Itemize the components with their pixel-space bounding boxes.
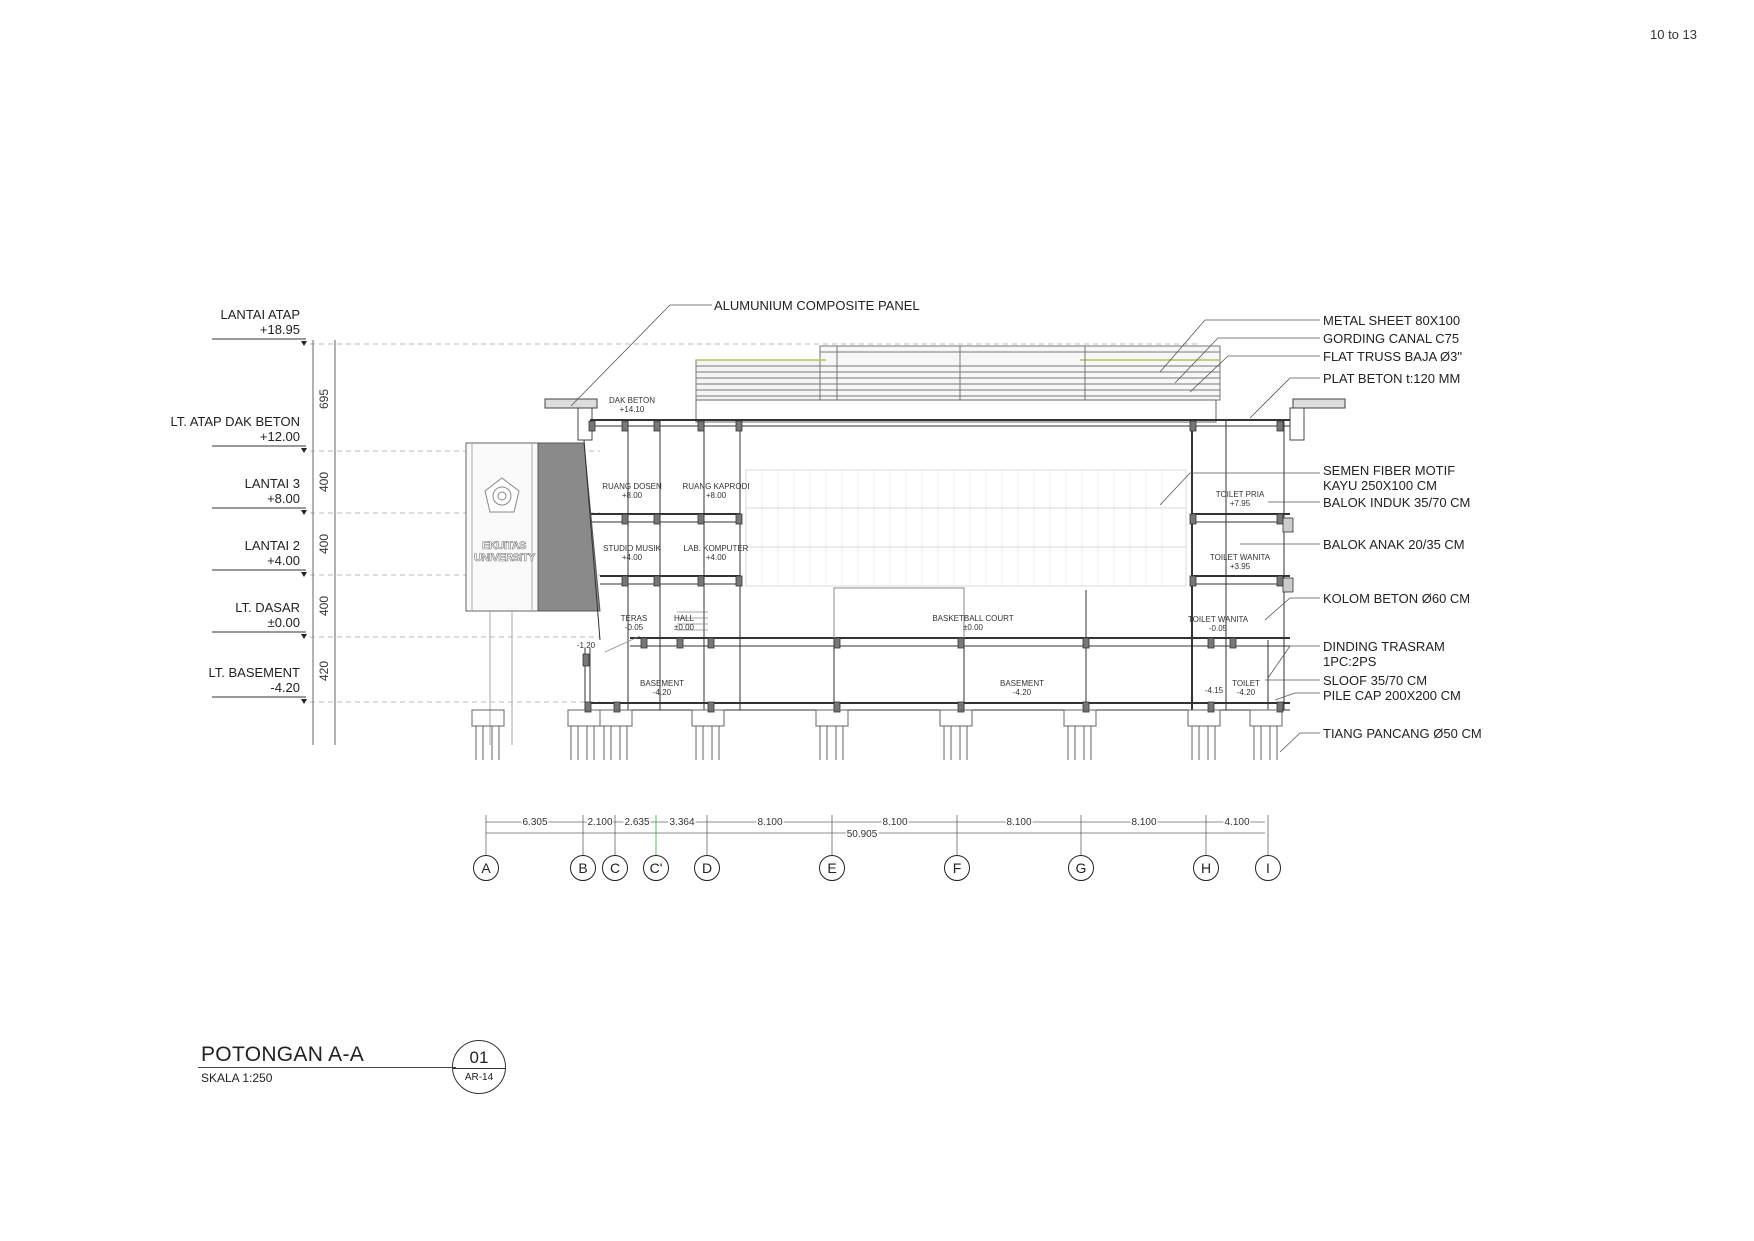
callout-metal-sheet: METAL SHEET 80X100 — [1323, 313, 1461, 328]
vdim-695: 695 — [317, 388, 331, 410]
callout-aluminium-panel: ALUMUNIUM COMPOSITE PANEL — [714, 298, 920, 313]
room-basketball-court: BASKETBALL COURT±0.00 — [932, 614, 1014, 632]
callout-tiang-pancang: TIANG PANCANG Ø50 CM — [1323, 726, 1482, 741]
room-dak-beton: DAK BETON+14.10 — [608, 396, 656, 414]
level-lantai-2: LANTAI 2+4.00 — [244, 538, 300, 568]
room-elev-minus-4-15: -4.15 — [1204, 686, 1224, 695]
grid-dim-h-i: 4.100 — [1223, 817, 1251, 828]
room-toilet-pria: TOILET PRIA+7.95 — [1215, 490, 1265, 508]
room-elev-minus-1-20: -1.20 — [576, 641, 596, 650]
callout-plat-beton: PLAT BETON t:120 MM — [1323, 371, 1461, 386]
room-basement-right: BASEMENT-4.20 — [999, 679, 1045, 697]
level-atap-dak-beton: LT. ATAP DAK BETON+12.00 — [170, 414, 300, 444]
room-lab-komputer: LAB. KOMPUTER+4.00 — [683, 544, 749, 562]
drawing-number: 01 — [469, 1048, 489, 1067]
room-basement-left: BASEMENT-4.20 — [639, 679, 685, 697]
level-lt-basement: LT. BASEMENT-4.20 — [208, 665, 300, 695]
callout-kolom-beton: KOLOM BETON Ø60 CM — [1323, 591, 1471, 606]
grid-bubble-h: H — [1193, 855, 1219, 881]
grid-dim-d-e: 8.100 — [756, 817, 784, 828]
room-studio-musik: STUDIO MUSIK+4.00 — [603, 544, 661, 562]
drawing-title: POTONGAN A-A — [201, 1043, 365, 1066]
vdim-400-a: 400 — [317, 471, 331, 493]
vdim-400-b: 400 — [317, 533, 331, 555]
structural-frame — [584, 419, 1290, 711]
sheet-bubble-divider — [453, 1068, 505, 1069]
callout-pile-cap: PILE CAP 200X200 CM — [1323, 688, 1461, 703]
grid-bubble-a: A — [473, 855, 499, 881]
signage-line-2: UNIVERSITY — [474, 552, 536, 565]
room-ruang-kaprodi: RUANG KAPRODI+8.00 — [682, 482, 750, 500]
university-signage — [465, 442, 601, 745]
grid-dim-f-g: 8.100 — [1005, 817, 1033, 828]
grid-dim-b-c: 2.100 — [586, 817, 614, 828]
room-teras: TERAS-0.05 — [620, 614, 648, 632]
drawing-scale: SKALA 1:250 — [201, 1071, 273, 1085]
foundation — [471, 709, 1283, 760]
vdim-420: 420 — [317, 660, 331, 682]
callout-flat-truss: FLAT TRUSS BAJA Ø3" — [1323, 349, 1462, 364]
grid-dim-c-c1: 2.635 — [623, 817, 651, 828]
grid-bubble-d: D — [694, 855, 720, 881]
level-lantai-3: LANTAI 3+8.00 — [244, 476, 300, 506]
grid-bubble-i: I — [1255, 855, 1281, 881]
callout-balok-induk: BALOK INDUK 35/70 CM — [1323, 495, 1471, 510]
roof-metal-sheet — [695, 345, 1221, 401]
room-toilet-wanita-l2: TOILET WANITA+3.95 — [1209, 553, 1271, 571]
vdim-400-c: 400 — [317, 595, 331, 617]
callout-sloof: SLOOF 35/70 CM — [1323, 673, 1428, 688]
grid-dim-c1-d: 3.364 — [668, 817, 696, 828]
level-guide-lines — [310, 343, 1200, 703]
room-toilet-basement: TOILET-4.20 — [1232, 679, 1260, 697]
page-indicator: 10 to 13 — [1650, 27, 1697, 42]
overall-dimension: 50.905 — [845, 829, 879, 840]
grid-bubble-f: F — [944, 855, 970, 881]
signage-line-1: EKUITAS — [482, 540, 527, 553]
room-ruang-dosen: RUANG DOSEN+8.00 — [602, 482, 662, 500]
callout-balok-anak: BALOK ANAK 20/35 CM — [1323, 537, 1465, 552]
grid-bubble-c: C — [602, 855, 628, 881]
grid-dim-g-h: 8.100 — [1130, 817, 1158, 828]
title-underline — [198, 1067, 456, 1068]
grid-bubble-b: B — [570, 855, 596, 881]
sheet-reference-bubble: 01 AR-14 — [452, 1040, 506, 1094]
level-lantai-atap: LANTAI ATAP+18.95 — [220, 307, 300, 337]
grid-bubble-g: G — [1068, 855, 1094, 881]
grid-bubble-c-prime: C' — [643, 855, 669, 881]
sheet-reference: AR-14 — [464, 1072, 494, 1083]
grid-bubble-e: E — [819, 855, 845, 881]
facade-pattern — [745, 469, 1187, 587]
level-leader-lines — [212, 338, 306, 698]
level-lt-dasar: LT. DASAR±0.00 — [235, 600, 300, 630]
grid-dim-a-b: 6.305 — [521, 817, 549, 828]
room-hall: HALL±0.00 — [673, 614, 695, 632]
room-toilet-wanita-l1: TOILET WANITA-0.05 — [1187, 615, 1249, 633]
callout-gording: GORDING CANAL C75 — [1323, 331, 1460, 346]
grid-dim-e-f: 8.100 — [881, 817, 909, 828]
callout-leaders — [570, 304, 1320, 753]
